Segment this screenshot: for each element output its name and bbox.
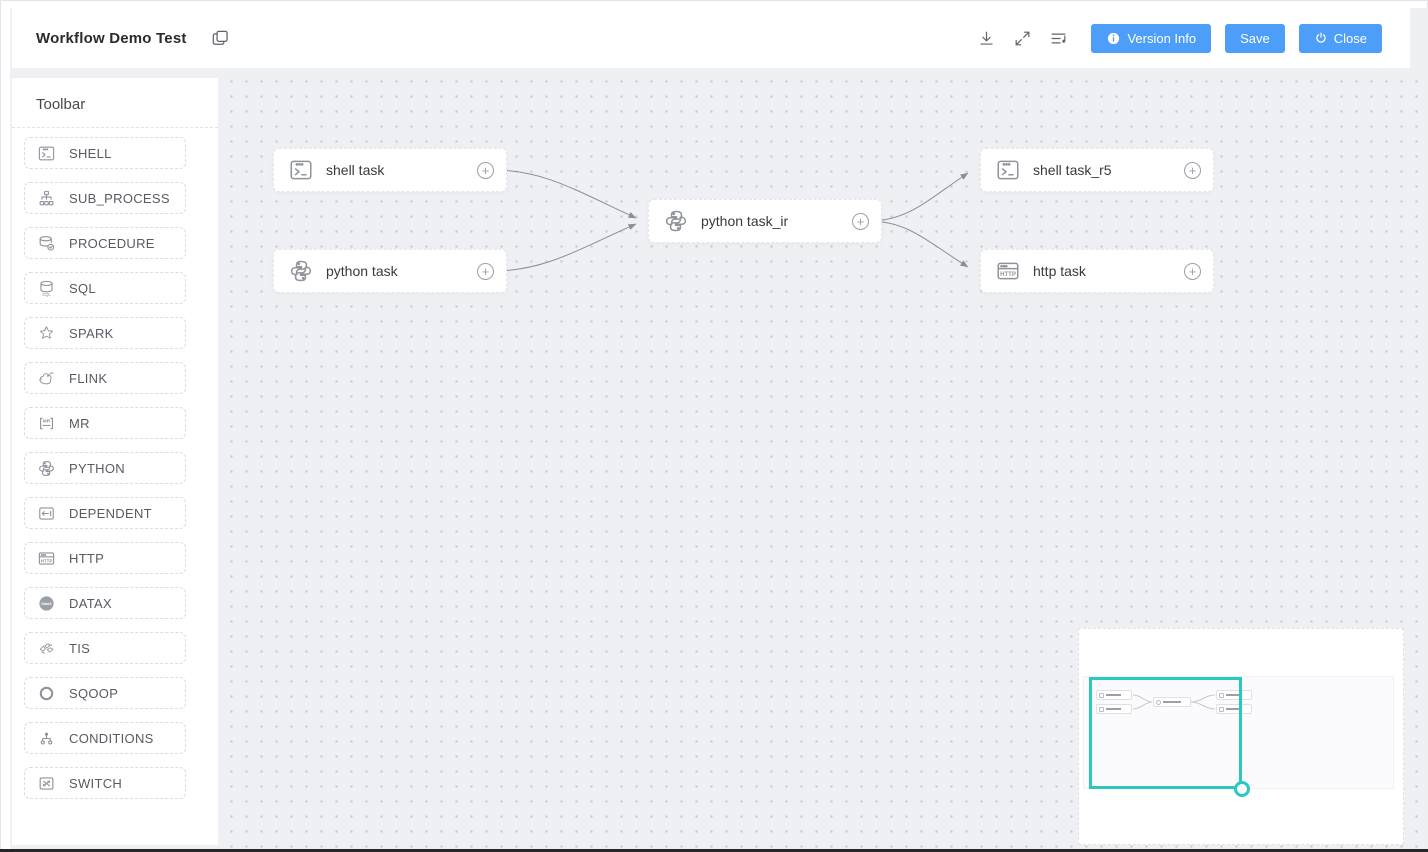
- minimap-resize-handle[interactable]: [1234, 781, 1250, 797]
- toolbar-item-label: CONDITIONS: [69, 730, 154, 746]
- svg-text:SQL: SQL: [42, 292, 51, 297]
- task-node-label: http task: [1033, 263, 1086, 279]
- spark-star-icon: [36, 323, 56, 343]
- toolbar-item-python[interactable]: PYTHON: [24, 452, 186, 484]
- add-connection-icon[interactable]: +: [1184, 262, 1201, 280]
- format-layout-icon[interactable]: [1047, 27, 1069, 49]
- add-connection-icon[interactable]: +: [852, 212, 869, 230]
- toolbar-item-label: DATAX: [69, 595, 112, 611]
- minimap-node: [1216, 690, 1252, 700]
- svg-text:MR: MR: [42, 418, 50, 424]
- save-label: Save: [1240, 30, 1270, 46]
- toolbar-item-label: SWITCH: [69, 775, 123, 791]
- database-check-icon: [36, 233, 56, 253]
- toolbar-item-label: SQL: [69, 280, 96, 296]
- toolbar-item-switch[interactable]: SWITCH: [24, 767, 186, 799]
- database-sql-icon: SQL: [36, 278, 56, 298]
- header-bar: Workflow Demo Test: [12, 8, 1410, 68]
- terminal-icon: [995, 157, 1021, 183]
- task-node-label: python task: [326, 263, 398, 279]
- toolbar-item-label: SUB_PROCESS: [69, 190, 170, 206]
- toolbar-item-label: PYTHON: [69, 460, 125, 476]
- tis-logo-icon: [36, 638, 56, 658]
- toolbar-item-sqoop[interactable]: SQOOP: [24, 677, 186, 709]
- toolbar-item-conditions[interactable]: CONDITIONS: [24, 722, 186, 754]
- add-connection-icon[interactable]: +: [1184, 161, 1201, 179]
- switch-box-icon: [36, 773, 56, 793]
- close-label: Close: [1333, 30, 1367, 46]
- toolbar-item-label: SQOOP: [69, 685, 119, 701]
- toolbar-item-label: MR: [69, 415, 90, 431]
- task-node-http-task[interactable]: HTTP http task +: [980, 249, 1214, 293]
- close-button[interactable]: Close: [1298, 23, 1382, 53]
- minimap-viewport[interactable]: [1089, 677, 1242, 789]
- python-icon: [36, 458, 56, 478]
- fullscreen-icon[interactable]: [1011, 27, 1033, 49]
- minimap-node: [1096, 704, 1132, 714]
- toolbar-item-tis[interactable]: TIS: [24, 632, 186, 664]
- datax-circle-icon: DataX: [36, 593, 56, 613]
- toolbar-item-datax[interactable]: DataX DATAX: [24, 587, 186, 619]
- minimap-node: [1153, 697, 1191, 707]
- toolbar-item-label: DEPENDENT: [69, 505, 152, 521]
- conditions-fork-icon: [36, 728, 56, 748]
- download-icon[interactable]: [975, 27, 997, 49]
- toolbar-item-mr[interactable]: MR MR: [24, 407, 186, 439]
- task-node-label: shell task_r5: [1033, 162, 1112, 178]
- power-icon: [1316, 32, 1326, 43]
- python-icon: [663, 208, 689, 234]
- version-info-button[interactable]: Version Info: [1091, 23, 1212, 53]
- toolbar-item-shell[interactable]: SHELL: [24, 137, 186, 169]
- minimap-panel: [1078, 628, 1404, 845]
- python-icon: [288, 258, 314, 284]
- task-node-label: python task_ir: [701, 213, 789, 229]
- toolbar-item-label: SHELL: [69, 145, 112, 161]
- toolbar-item-label: FLINK: [69, 370, 108, 386]
- minimap-node: [1216, 704, 1252, 714]
- toolbar-item-label: SPARK: [69, 325, 114, 341]
- toolbar-item-http[interactable]: HTTP HTTP: [24, 542, 186, 574]
- terminal-icon: [36, 143, 56, 163]
- add-connection-icon[interactable]: +: [477, 262, 494, 280]
- http-browser-icon: HTTP: [995, 258, 1021, 284]
- toolbar-item-label: HTTP: [69, 550, 105, 566]
- svg-text:HTTP: HTTP: [40, 558, 52, 563]
- task-node-python-task[interactable]: python task +: [273, 249, 507, 293]
- toolbar-item-label: PROCEDURE: [69, 235, 155, 251]
- version-info-label: Version Info: [1127, 30, 1197, 46]
- http-browser-icon: HTTP: [36, 548, 56, 568]
- task-node-label: shell task: [326, 162, 385, 178]
- add-connection-icon[interactable]: +: [477, 161, 494, 179]
- minimap-node: [1096, 690, 1132, 700]
- terminal-icon: [288, 157, 314, 183]
- info-circle-icon: [1108, 32, 1120, 44]
- svg-text:HTTP: HTTP: [1000, 272, 1016, 278]
- toolbar-item-dependent[interactable]: DEPENDENT: [24, 497, 186, 529]
- header-actions: Version Info Save Close: [975, 23, 1382, 53]
- toolbar-item-procedure[interactable]: PROCEDURE: [24, 227, 186, 259]
- toolbar-item-sub-process[interactable]: SUB_PROCESS: [24, 182, 186, 214]
- save-button[interactable]: Save: [1225, 23, 1285, 53]
- bottom-edge-bar: [0, 849, 1428, 852]
- task-node-python-task-ir[interactable]: python task_ir +: [648, 199, 882, 243]
- workflow-title: Workflow Demo Test: [36, 29, 187, 47]
- task-node-shell-task[interactable]: shell task +: [273, 148, 507, 192]
- toolbar-item-label: TIS: [69, 640, 91, 656]
- toolbar-divider: [12, 127, 218, 128]
- sqoop-ring-icon: [36, 683, 56, 703]
- toolbar-item-spark[interactable]: SPARK: [24, 317, 186, 349]
- dependent-arrow-box-icon: [36, 503, 56, 523]
- task-node-shell-task-r5[interactable]: shell task_r5 +: [980, 148, 1214, 192]
- toolbar-item-flink[interactable]: FLINK: [24, 362, 186, 394]
- copy-icon[interactable]: [209, 27, 231, 49]
- toolbar-item-sql[interactable]: SQL SQL: [24, 272, 186, 304]
- mapreduce-icon: MR: [36, 413, 56, 433]
- subprocess-tree-icon: [36, 188, 56, 208]
- flink-squirrel-icon: [36, 368, 56, 388]
- toolbar-title: Toolbar: [36, 96, 86, 113]
- svg-text:DataX: DataX: [41, 601, 52, 605]
- dag-canvas[interactable]: [218, 68, 1428, 849]
